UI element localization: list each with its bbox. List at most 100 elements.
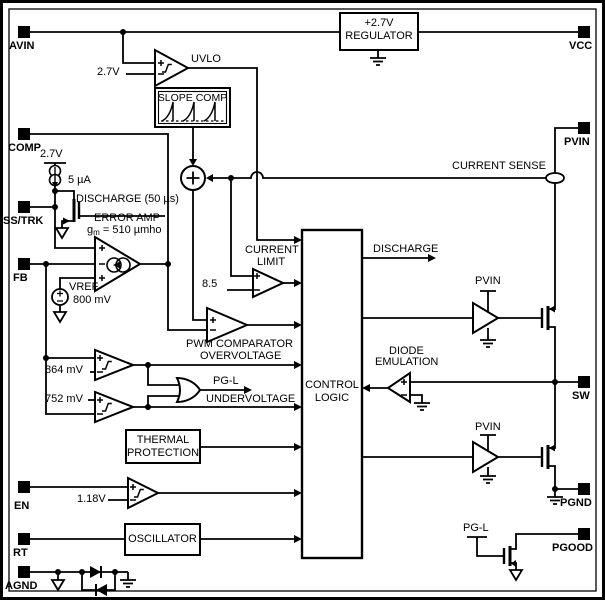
slope-to-sum-arrow (189, 159, 197, 166)
ss-current-label: 5 µA (68, 174, 91, 186)
control-line-2: LOGIC (314, 392, 350, 404)
gm-rest: = 510 µmho (99, 224, 162, 236)
vref-label: VREF (69, 281, 99, 293)
regulator-line-1: +2.7V (364, 17, 394, 29)
undervoltage-comparator-icon (94, 390, 136, 424)
pin-label-vcc: VCC (569, 40, 593, 52)
uvlo-label: UVLO (191, 53, 221, 65)
thermal-line-2: PROTECTION (126, 447, 200, 459)
slope-waveform-icon (161, 101, 216, 122)
diode-emulation-arrow (362, 384, 370, 392)
summing-junction-icon (180, 165, 206, 191)
bar-ground-agnd (120, 579, 136, 588)
pin-label-rt: RT (13, 547, 28, 559)
blocks (124, 12, 419, 560)
discharge-arrow (428, 254, 436, 262)
high-side-mosfet-icon (540, 305, 555, 330)
oscillator-label: OSCILLATOR (128, 533, 197, 545)
diode-emulation-label-1: DIODE (389, 345, 424, 357)
error-amp-gm-label: gm = 510 µmho (87, 225, 161, 238)
pin-fb (18, 258, 30, 270)
bar-ground-diode-emulation (414, 402, 430, 411)
thermal-block (125, 429, 201, 464)
pin-label-en: EN (14, 500, 30, 512)
thermal-label: THERMAL PROTECTION (126, 434, 200, 460)
overvoltage-comparator-icon (94, 348, 136, 382)
current-limit-label-2: LIMIT (257, 256, 286, 268)
open-ground-pgood (508, 569, 524, 582)
ss-discharge-label: DISCHARGE (50 µs) (76, 193, 179, 205)
current-limit-comparator-icon (252, 267, 286, 299)
diode-emulation-comparator-icon (386, 371, 411, 404)
pvin-hs-label: PVIN (475, 275, 501, 287)
pin-label-comp: COMP (8, 142, 41, 154)
pin-sw (578, 376, 590, 388)
pin-label-pgnd: PGND (560, 497, 592, 509)
slope-comp-block (154, 87, 231, 128)
agnd-clamp-diodes-icon (90, 566, 107, 596)
ss-rail-label: 2.7V (40, 148, 63, 160)
open-ground-vref (52, 311, 68, 324)
control-line-1: CONTROL (305, 379, 359, 391)
regulator-line-2: REGULATOR (345, 30, 413, 42)
pin-en (18, 481, 30, 493)
ov-ref-label: 864 mV (45, 364, 83, 376)
pin-comp (18, 128, 30, 140)
pin-label-pvin: PVIN (564, 136, 590, 148)
pin-label-pgood: PGOOD (552, 542, 593, 554)
pin-pvin (578, 122, 590, 134)
hysteresis-icons (102, 63, 172, 498)
en-comparator-icon (127, 476, 161, 510)
uv-ref-label: 752 mV (45, 393, 83, 405)
pvin-ls-label: PVIN (475, 421, 501, 433)
uvlo-hysteresis-icon (162, 63, 172, 73)
pin-avin (18, 26, 30, 38)
pin-agnd (18, 566, 30, 578)
pin-label-fb: FB (13, 272, 28, 284)
sense-to-sum-arrow (206, 174, 213, 182)
slope-comp-label: SLOPE COMP (157, 92, 228, 104)
pin-pgnd (578, 483, 590, 495)
current-sense-label: CURRENT SENSE (452, 160, 546, 172)
bar-ground-ls-driver (480, 475, 496, 484)
pin-label-avin: AVIN (9, 40, 35, 52)
uvlo-ref-label: 2.7V (97, 66, 120, 78)
uvlo-comparator-icon (154, 48, 191, 88)
current-limit-label-1: CURRENT (245, 244, 299, 256)
pin-label-agnd: AGND (5, 580, 38, 592)
low-side-mosfet-icon (540, 444, 555, 469)
open-ground-agnd (50, 579, 66, 592)
pin-squares (18, 26, 590, 578)
pg-l-gate-label: PG-L (463, 522, 489, 534)
bar-ground-pgnd (547, 496, 563, 505)
pwm-comparator-icon (206, 306, 250, 344)
thermal-line-1: THERMAL (136, 434, 190, 446)
undervoltage-label: UNDERVOLTAGE (206, 393, 296, 405)
pg-l-arrow (244, 386, 252, 394)
pwm-comparator-label: PWM COMPARATOR (186, 338, 293, 350)
error-amp-label: ERROR AMP (94, 212, 161, 224)
pin-ss-trk (18, 201, 30, 213)
pg-l-label: PG-L (213, 375, 239, 387)
gm-g: g (87, 224, 94, 236)
pin-label-sw: SW (572, 390, 590, 402)
or-gate-icon (175, 376, 202, 404)
pin-vcc (578, 26, 590, 38)
ground-symbols (50, 57, 563, 592)
diode-emulation-label-2: EMULATION (375, 356, 439, 368)
regulator-block (339, 12, 419, 51)
discharge-label: DISCHARGE (373, 243, 439, 255)
bar-ground-hs-driver (480, 339, 496, 348)
arrowheads (189, 159, 436, 543)
junction-dots (43, 29, 558, 575)
high-side-driver-icon (472, 301, 500, 335)
pgood-mosfet-icon (502, 546, 516, 567)
open-ground-discharge (54, 227, 70, 240)
uv-hysteresis-icon (102, 402, 112, 412)
gm-sub: m (93, 228, 100, 237)
discharge-mosfet-icon (63, 199, 81, 225)
en-ref-label: 1.18V (77, 493, 106, 505)
gm-symbol-icon (106, 257, 131, 273)
